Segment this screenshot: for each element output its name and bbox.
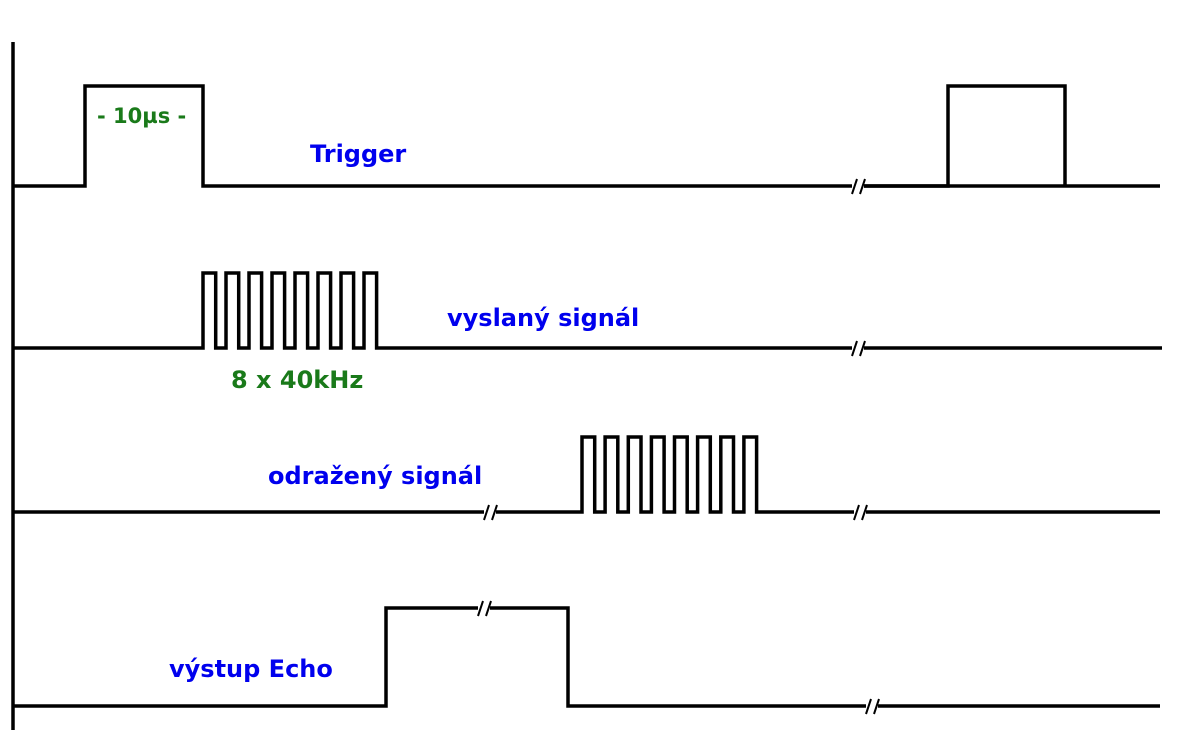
echo-output-trace — [13, 606, 1160, 708]
sent-signal-label: vyslaný signál — [447, 304, 639, 332]
pulse-width-label: - 10µs - — [97, 104, 186, 128]
echo-output-label: výstup Echo — [169, 655, 333, 683]
reflected-signal-trace — [13, 435, 1160, 514]
trigger-trace — [13, 84, 1160, 188]
break-marker — [483, 504, 498, 521]
break-markers — [477, 178, 880, 715]
break-marker — [851, 340, 866, 357]
trigger-label: Trigger — [310, 140, 406, 168]
burst-label: 8 x 40kHz — [231, 366, 363, 394]
break-marker — [477, 600, 492, 617]
break-marker — [851, 178, 866, 195]
reflected-signal-label: odražený signál — [268, 462, 482, 490]
sent-signal-trace — [13, 271, 1162, 350]
break-marker — [865, 698, 880, 715]
break-marker — [853, 504, 868, 521]
